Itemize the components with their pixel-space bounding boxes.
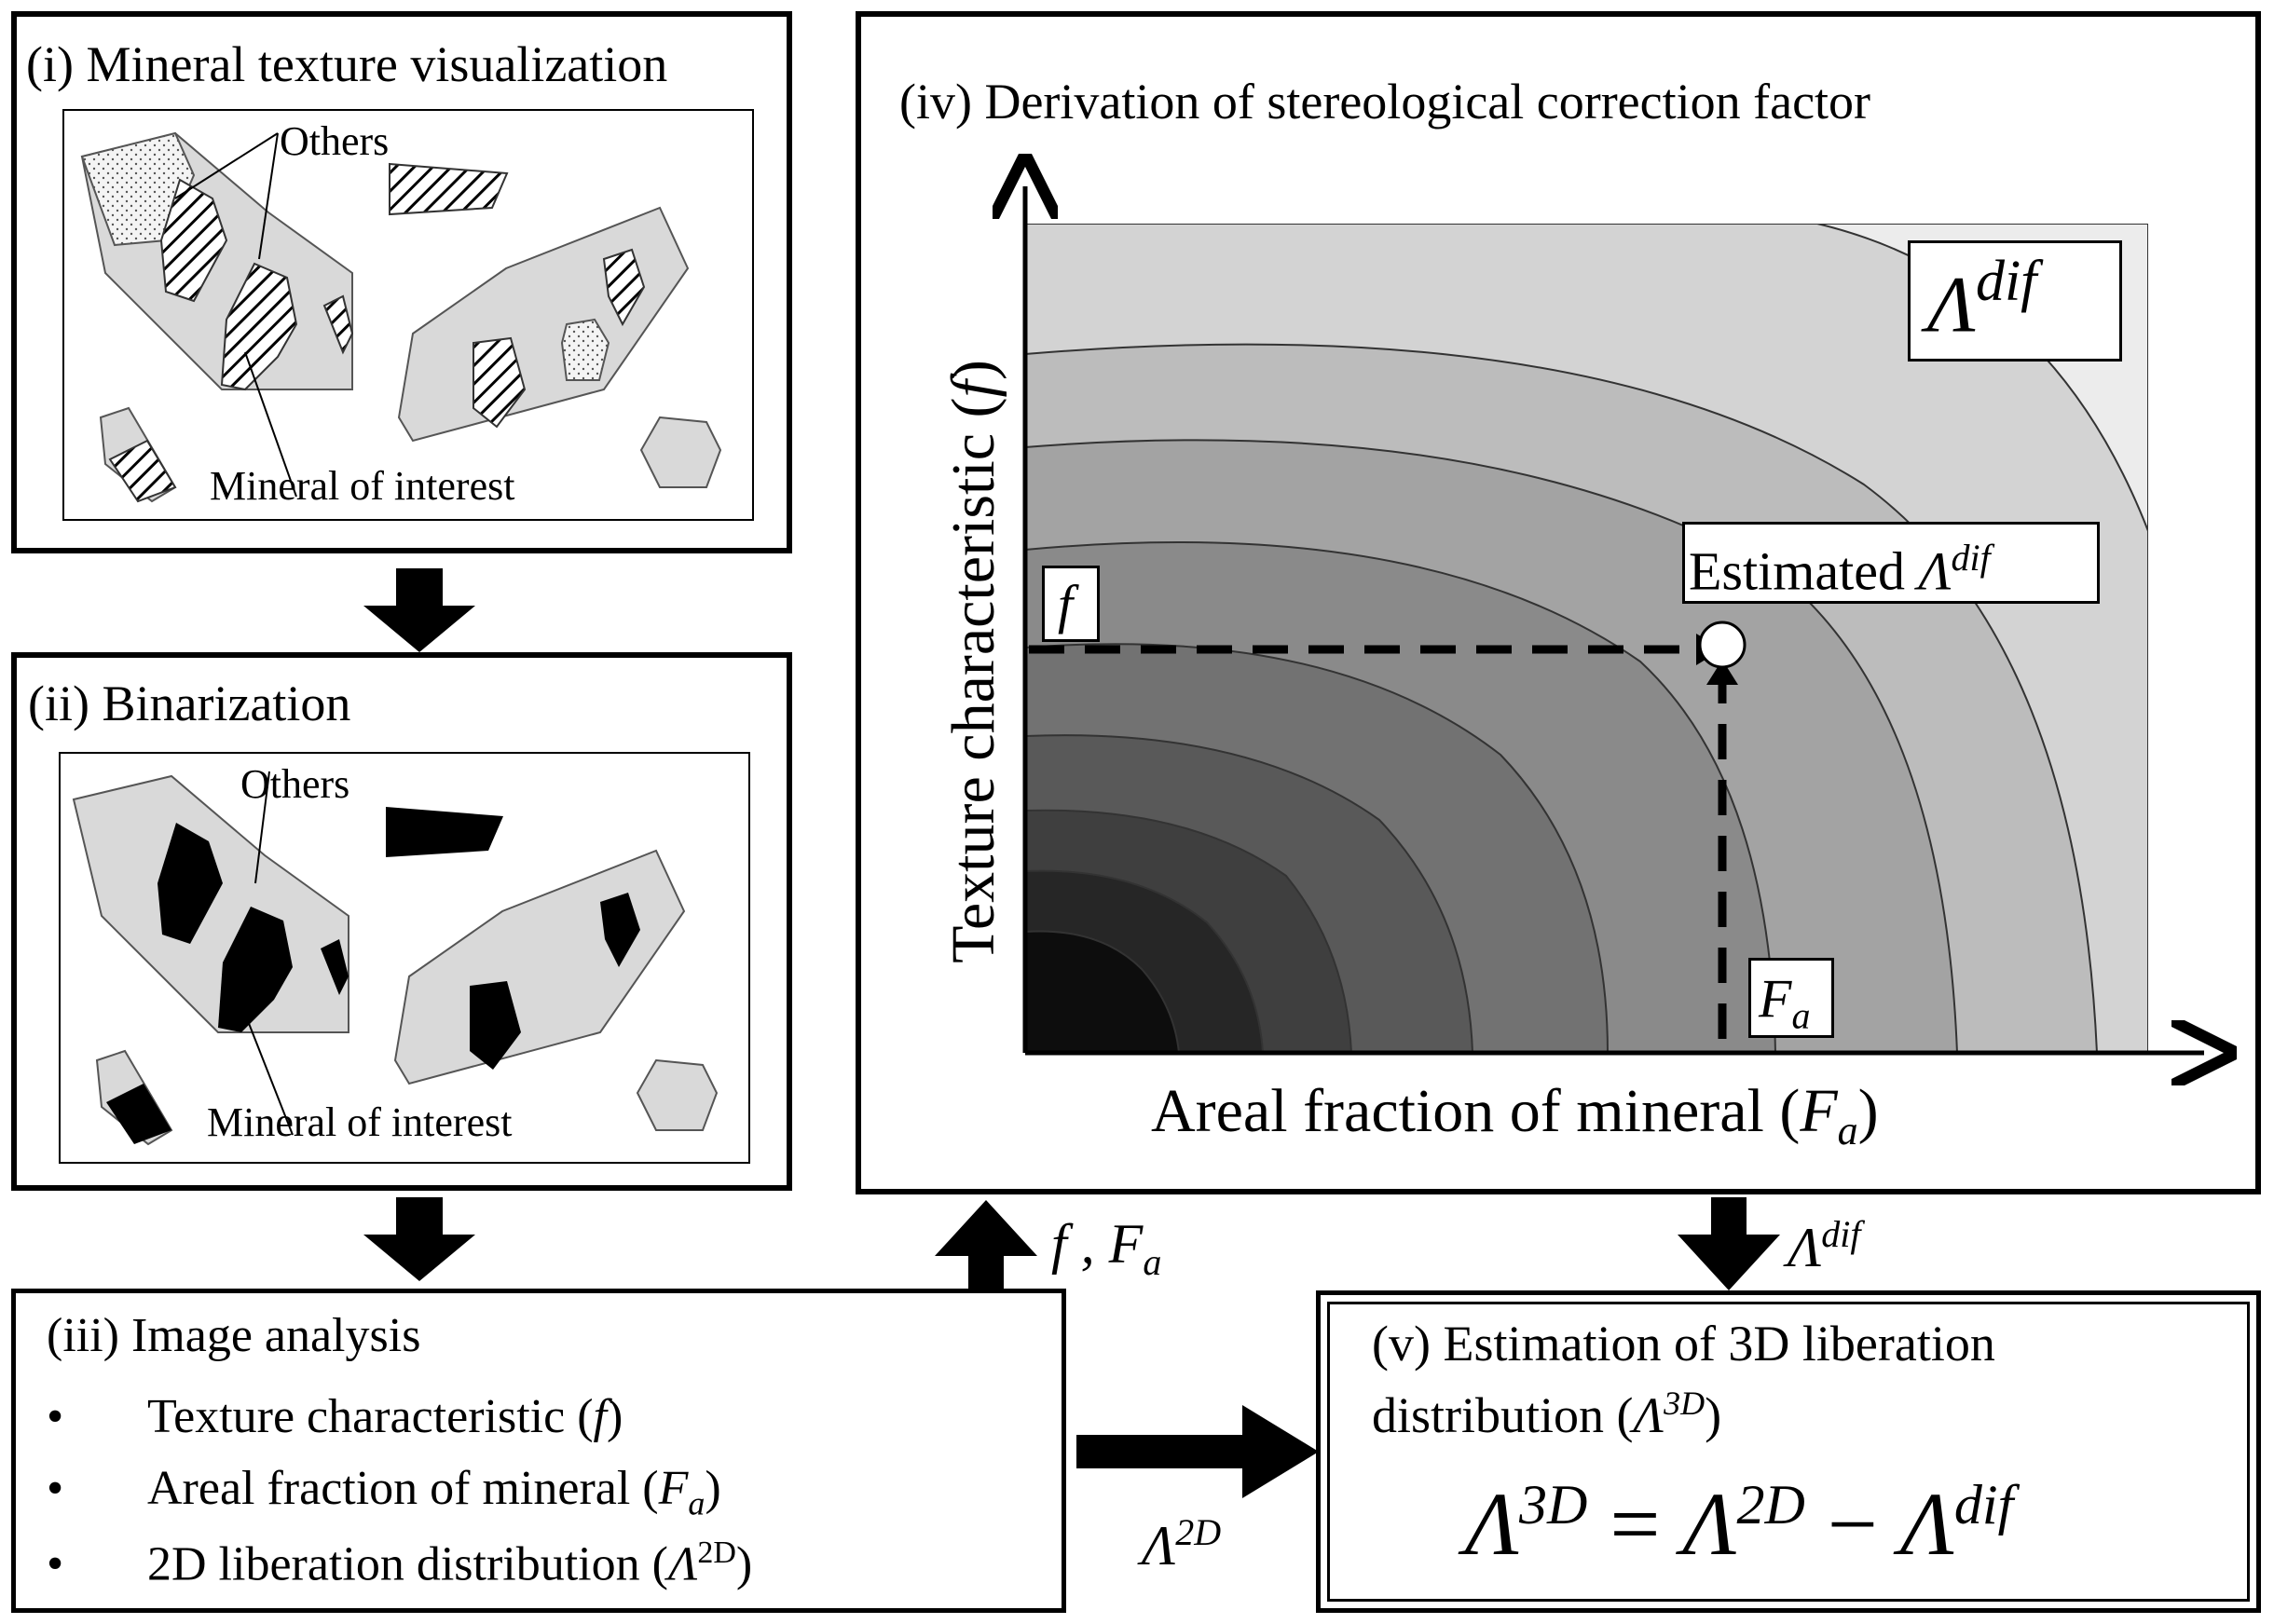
mineral-hatched-5 <box>602 248 646 327</box>
texture-label-mineral: Mineral of interest <box>210 463 515 509</box>
bullet-glyph: • <box>47 1462 64 1515</box>
mineral-hatched-1 <box>159 178 228 303</box>
bullet-texture-characteristic: • Texture characteristic (f) <box>47 1393 623 1441</box>
bullet-symbol: f <box>593 1390 607 1443</box>
arrow-right-label: Λ2D <box>1142 1511 1222 1576</box>
bullet-close: ) <box>606 1390 623 1443</box>
panel-texture-title: (i) Mineral texture visualization <box>26 36 668 92</box>
mineral-hatched-top <box>389 162 509 216</box>
panel-estimation-title-1: (v) Estimation of 3D liberation <box>1372 1316 1995 1372</box>
mineral-hatched-2 <box>220 262 298 391</box>
legend-lambda-dif: Λdif <box>1908 240 2122 362</box>
arrow-down-label: Λdif <box>1788 1213 1861 1278</box>
bullet-sub: a <box>688 1484 705 1522</box>
arrow-down-to-v <box>1678 1197 1780 1290</box>
contour-plot <box>1025 177 2218 1071</box>
bullet-symbol: F <box>658 1462 689 1515</box>
bullet-sup: 2D <box>697 1535 736 1570</box>
bullet-symbol: Λ <box>667 1537 698 1591</box>
arrow-up-to-iv <box>935 1200 1037 1293</box>
panel-estimation-inner-border <box>1327 1302 2250 1602</box>
arrow-down-1 <box>363 568 475 652</box>
estimate-label: Estimated Λdif <box>1682 522 2100 604</box>
bullet-text: Texture characteristic ( <box>147 1390 594 1443</box>
bullet-areal-fraction: • Areal fraction of mineral (Fa) <box>47 1462 721 1522</box>
mineral-hatched-4 <box>473 336 527 429</box>
bullet-2d-liberation: • 2D liberation distribution (Λ2D) <box>47 1537 752 1589</box>
arrow-right-to-v <box>1076 1405 1319 1498</box>
bullet-text: 2D liberation distribution ( <box>147 1537 668 1591</box>
binarization-illustration <box>59 752 750 1164</box>
arrow-up-label: f , Fa <box>1051 1213 1162 1283</box>
bullet-close: ) <box>735 1537 753 1591</box>
texture-illustration <box>62 109 754 521</box>
panel-correction-title: (iv) Derivation of stereological correct… <box>899 74 1871 130</box>
mineral-hatched-6 <box>108 439 177 503</box>
y-axis-label: Texture characteristic (f) <box>939 360 1007 963</box>
equation-3d-liberation: Λ3D = Λ2D − Λdif <box>1465 1474 2014 1574</box>
panel-image-analysis-title: (iii) Image analysis <box>47 1309 421 1362</box>
bullet-text: Areal fraction of mineral ( <box>147 1462 659 1515</box>
mineral-hatched-3 <box>322 294 354 355</box>
fa-marker: Fa <box>1748 958 1834 1038</box>
panel-estimation-title-2: distribution (Λ3D) <box>1372 1385 1722 1443</box>
binarization-label-mineral: Mineral of interest <box>207 1099 513 1145</box>
panel-binarization-title: (ii) Binarization <box>28 676 351 731</box>
grain-hexagon <box>639 416 722 488</box>
bullet-glyph: • <box>47 1537 64 1591</box>
x-axis-label: Areal fraction of mineral (Fa) <box>1151 1077 1879 1154</box>
grain-others-dotted-2 <box>560 318 610 381</box>
panel-image-analysis <box>11 1289 1066 1613</box>
f-marker: f <box>1042 566 1100 642</box>
bullet-close: ) <box>705 1462 721 1515</box>
panel-estimation <box>1316 1290 2261 1613</box>
texture-label-others: Others <box>280 118 390 164</box>
binarization-label-others: Others <box>240 761 350 807</box>
arrow-down-2 <box>363 1197 475 1281</box>
bullet-glyph: • <box>47 1390 64 1443</box>
